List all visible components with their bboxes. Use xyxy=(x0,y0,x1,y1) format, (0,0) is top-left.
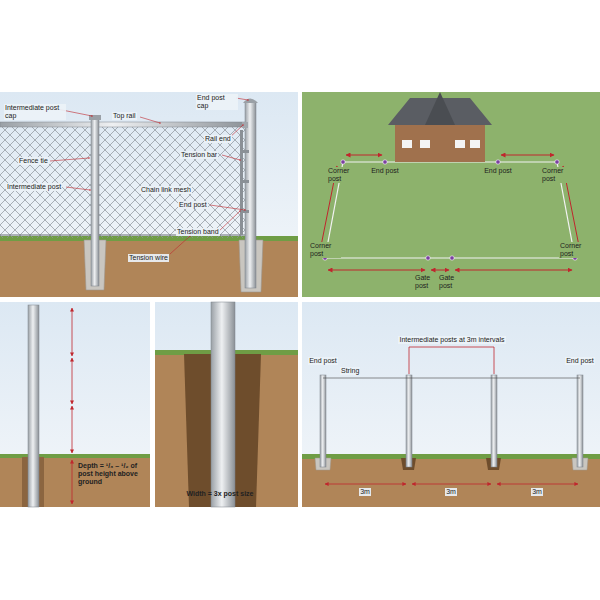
fence-panel xyxy=(0,92,298,297)
part-label: Tension band xyxy=(176,228,220,236)
part-label: End post xyxy=(178,201,208,209)
part-label: String xyxy=(340,367,360,375)
part-label: Corner post xyxy=(541,167,573,183)
part-label: 3m xyxy=(531,488,543,496)
part-label: Intermediate post xyxy=(6,183,62,191)
part-label: End post xyxy=(370,167,400,175)
spacing-panel xyxy=(302,302,600,507)
part-label: Chain link mesh xyxy=(140,186,192,194)
part-label: Intermediate post cap xyxy=(4,104,66,120)
part-label: Gate post xyxy=(438,274,466,290)
part-label: Corner post xyxy=(327,167,359,183)
depth-panel xyxy=(0,302,150,507)
part-label: Intermediate posts at 3m intervals xyxy=(398,336,505,344)
part-label: Tension bar xyxy=(180,151,218,159)
part-label: Corner post xyxy=(559,242,591,258)
part-label: Fence tie xyxy=(18,157,49,165)
part-label: 3m xyxy=(445,488,457,496)
part-label: Tension wire xyxy=(128,254,169,262)
part-label: End post cap xyxy=(196,94,238,110)
part-label: Top rail xyxy=(112,112,137,120)
site-plan-panel xyxy=(302,92,600,297)
part-label: 3m xyxy=(359,488,371,496)
width-panel xyxy=(155,302,298,507)
part-label: End post xyxy=(308,357,338,365)
part-label: Corner post xyxy=(309,242,341,258)
part-label: End post xyxy=(483,167,513,175)
part-label: Rail end xyxy=(204,135,232,143)
part-label: End post xyxy=(565,357,595,365)
part-label: Width = 3x post size xyxy=(186,490,253,498)
part-label: Depth = ¹/₃ – ¹/₂ of post height above g… xyxy=(78,462,148,486)
